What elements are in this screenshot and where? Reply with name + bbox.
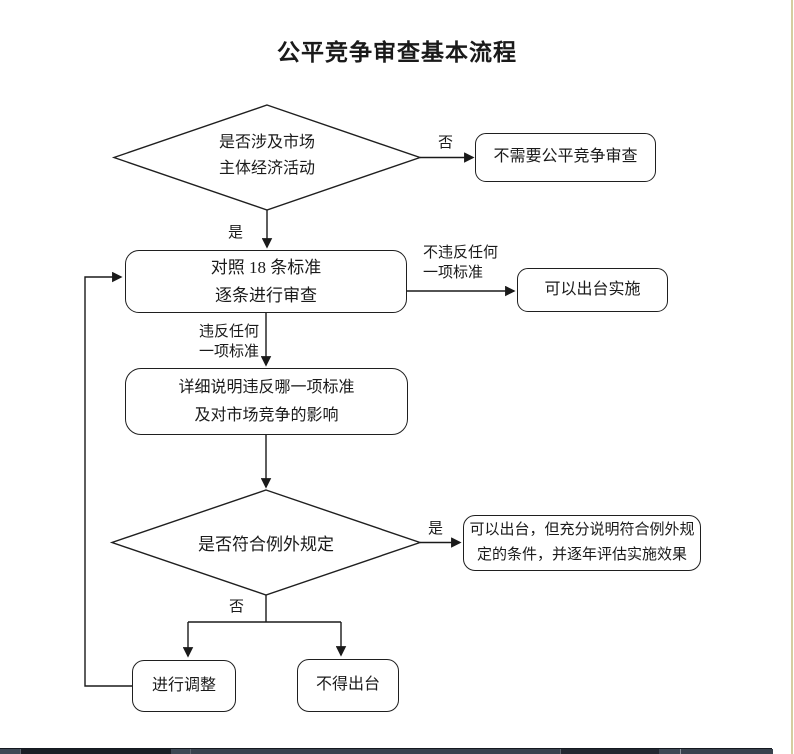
edge-label-violate-line2: 一项标准: [198, 344, 259, 361]
node-forbid-text: 不得出台: [315, 676, 380, 694]
cropped-bottom-band: [0, 748, 773, 754]
node-can-implement-text: 可以出台实施: [544, 280, 641, 298]
node-exception-text-line1: 可以出台，但充分说明符合例外规: [469, 521, 695, 538]
node-review-18-standards: 对照 18 条标准 逐条进行审查: [125, 250, 407, 313]
node-explain-violation: 详细说明违反哪一项标准 及对市场竞争的影响: [125, 368, 408, 435]
edge-label-not-violate-line1: 不违反任何: [423, 245, 499, 261]
node-adjust: 进行调整: [132, 660, 236, 712]
node-review-text-line1: 对照 18 条标准: [210, 258, 322, 278]
node-no-review-needed: 不需要公平竞争审查: [475, 133, 656, 182]
node-exception-implement: 可以出台，但充分说明符合例外规 定的条件，并逐年评估实施效果: [463, 515, 701, 571]
edge-label-yes-1: 是: [228, 225, 244, 241]
edge-label-no-1: 否: [438, 135, 454, 151]
cropped-bottom-band-segment: [560, 749, 659, 754]
node-exception-text-line2: 定的条件，并逐年评估实施效果: [476, 547, 687, 563]
cropped-bottom-band-segment: [190, 749, 561, 754]
cropped-bottom-band-segment: [20, 749, 171, 754]
connector-adjust-feedback-to-review: [84, 271, 132, 687]
page-title: 公平竞争审查基本流程: [277, 39, 517, 65]
edge-label-no-2: 否: [229, 599, 245, 615]
page-right-edge-line: [791, 0, 793, 754]
cropped-bottom-band-segment: [680, 749, 773, 754]
edge-label-not-violate: 不违反任何 一项标准: [423, 243, 498, 284]
edge-label-violate: 违反任何 一项标准: [197, 322, 261, 363]
node-forbid: 不得出台: [297, 659, 399, 712]
decision-exception-node: 是否符合例外规定: [166, 531, 366, 559]
decision-market-text-line2: 主体经济活动: [218, 160, 315, 178]
decision-market-node: 是否涉及市场 主体经济活动: [167, 130, 367, 183]
edge-label-violate-line1: 违反任何: [198, 324, 259, 340]
node-review-text-line2: 逐条进行审查: [215, 285, 317, 305]
node-no-review-text: 不需要公平竞争审查: [493, 148, 638, 166]
node-can-implement: 可以出台实施: [517, 268, 668, 312]
node-adjust-text: 进行调整: [151, 676, 216, 694]
decision-market-text-line1: 是否涉及市场: [218, 134, 315, 151]
connector-exception-no-split: [188, 595, 341, 623]
decision-exception-text: 是否符合例外规定: [198, 535, 334, 554]
edge-label-yes-2: 是: [428, 521, 444, 537]
node-explain-text-line1: 详细说明违反哪一项标准: [178, 379, 355, 397]
node-explain-text-line2: 及对市场竞争的影响: [194, 406, 339, 424]
edge-label-not-violate-line2: 一项标准: [423, 265, 484, 282]
